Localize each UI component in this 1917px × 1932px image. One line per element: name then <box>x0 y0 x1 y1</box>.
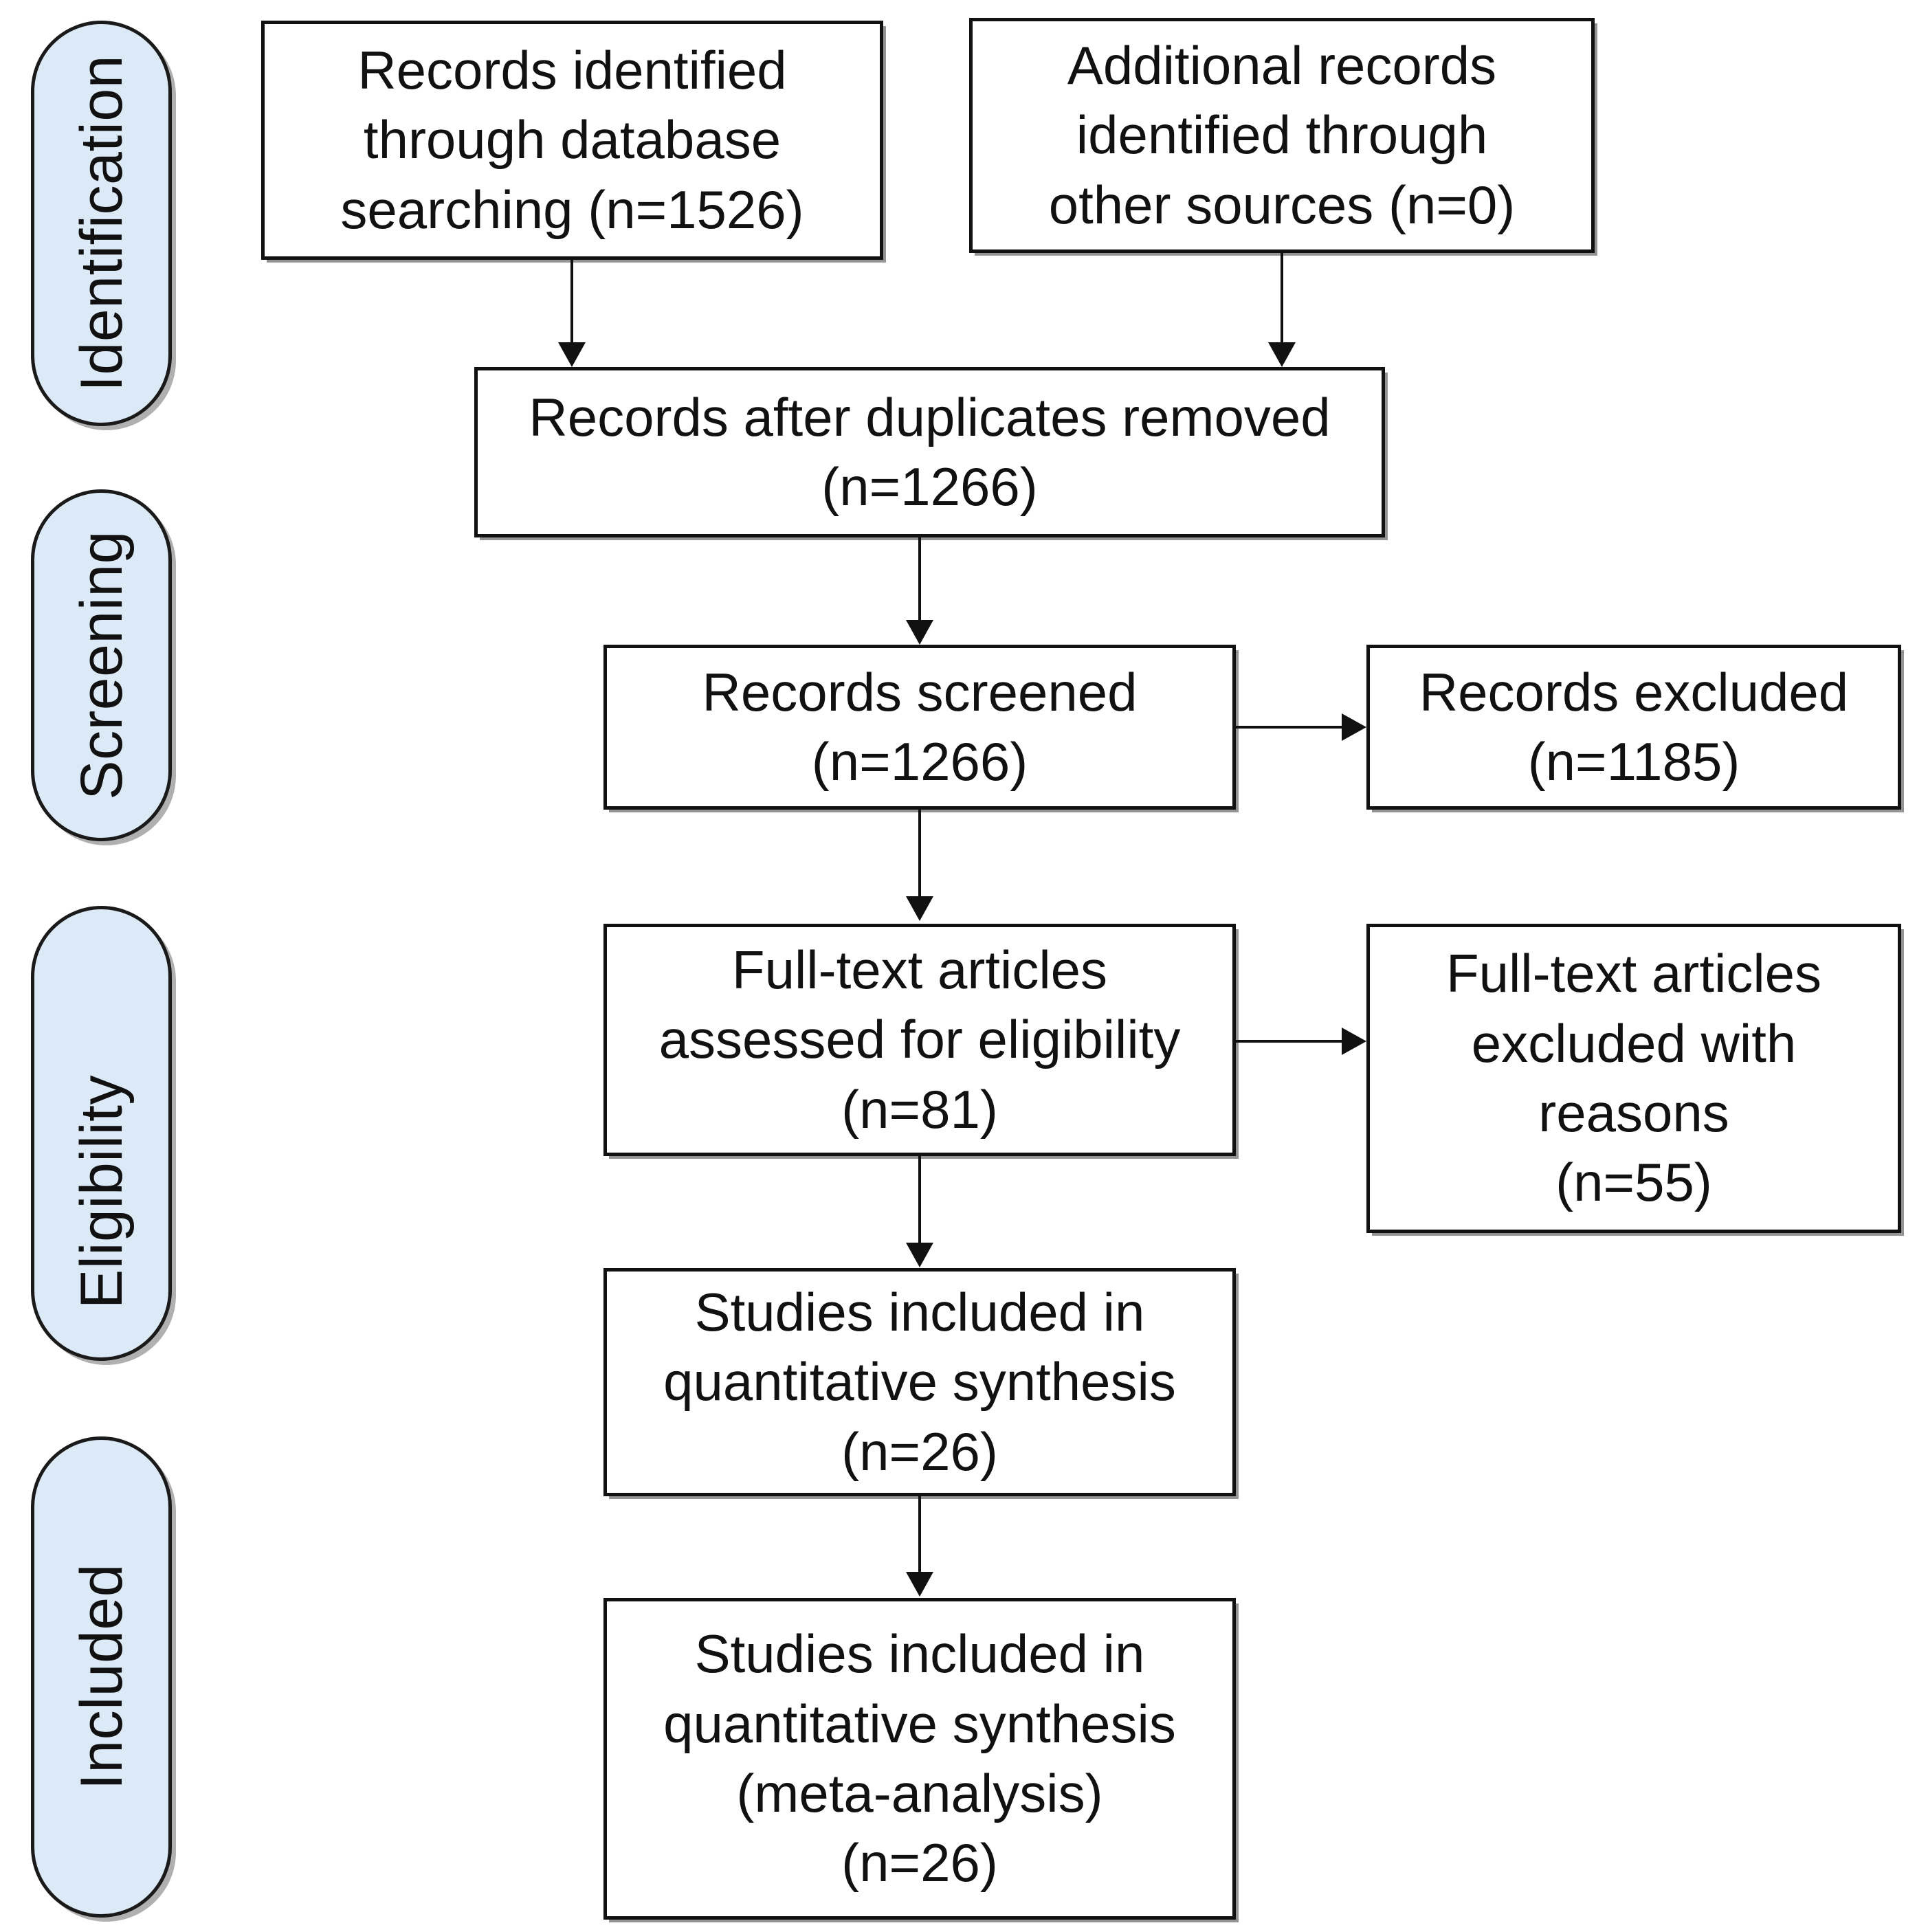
connector-duplicates-to-screened <box>918 537 921 621</box>
stage-label-screening: Screening <box>68 531 135 800</box>
box-studies-quantitative-synthesis: Studies included in quantitative synthes… <box>603 1268 1236 1496</box>
arrowhead-duplicates-to-screened <box>906 620 933 645</box>
box-records-identified-database: Records identified through database sear… <box>261 21 883 260</box>
box-additional-records-other-sources: Additional records identified through ot… <box>969 18 1595 253</box>
box-records-after-duplicates-removed: Records after duplicates removed (n=1266… <box>474 367 1385 537</box>
box-records-screened-text: Records screened (n=1266) <box>702 661 1138 792</box>
box-additional-records-other-sources-text: Additional records identified through ot… <box>1048 34 1516 235</box>
stage-label-identification: Identification <box>68 55 135 392</box>
arrowhead-fulltext-to-excluded <box>1342 1028 1366 1055</box>
arrowhead-identified-to-duplicates <box>558 342 586 367</box>
arrowhead-fulltext-to-quantitative <box>906 1243 933 1267</box>
stage-pill-included: Included <box>31 1436 172 1918</box>
connector-screened-to-fulltext <box>918 810 921 898</box>
box-studies-meta-analysis-text: Studies included in quantitative synthes… <box>663 1623 1176 1894</box>
box-full-text-assessed: Full-text articles assessed for eligibil… <box>603 924 1236 1156</box>
box-full-text-excluded: Full-text articles excluded with reasons… <box>1366 924 1901 1233</box>
stage-label-included: Included <box>68 1564 135 1790</box>
stage-pill-eligibility: Eligibility <box>31 906 172 1361</box>
connector-quantitative-to-meta <box>918 1496 921 1573</box>
stage-pill-identification: Identification <box>31 21 172 426</box>
arrowhead-screened-to-excluded <box>1342 713 1366 741</box>
connector-identified-to-duplicates <box>570 260 573 344</box>
connector-additional-to-duplicates <box>1281 253 1283 344</box>
box-records-after-duplicates-removed-text: Records after duplicates removed (n=1266… <box>529 386 1331 517</box>
box-studies-meta-analysis: Studies included in quantitative synthes… <box>603 1598 1236 1920</box>
box-studies-quantitative-synthesis-text: Studies included in quantitative synthes… <box>663 1281 1176 1482</box>
stage-pill-screening: Screening <box>31 489 172 841</box>
box-records-identified-database-text: Records identified through database sear… <box>340 39 804 240</box>
stage-label-eligibility: Eligibility <box>68 1074 135 1309</box>
arrowhead-quantitative-to-meta <box>906 1572 933 1597</box>
connector-screened-to-excluded <box>1236 726 1344 729</box>
connector-fulltext-to-excluded <box>1236 1040 1344 1043</box>
box-full-text-excluded-text: Full-text articles excluded with reasons… <box>1445 943 1822 1213</box>
box-records-screened: Records screened (n=1266) <box>603 645 1236 810</box>
arrowhead-additional-to-duplicates <box>1268 342 1296 367</box>
connector-fulltext-to-quantitative <box>918 1156 921 1244</box>
arrowhead-screened-to-fulltext <box>906 896 933 921</box>
box-records-excluded-text: Records excluded (n=1185) <box>1419 661 1849 792</box>
box-records-excluded: Records excluded (n=1185) <box>1366 645 1901 810</box>
box-full-text-assessed-text: Full-text articles assessed for eligibil… <box>658 939 1181 1140</box>
